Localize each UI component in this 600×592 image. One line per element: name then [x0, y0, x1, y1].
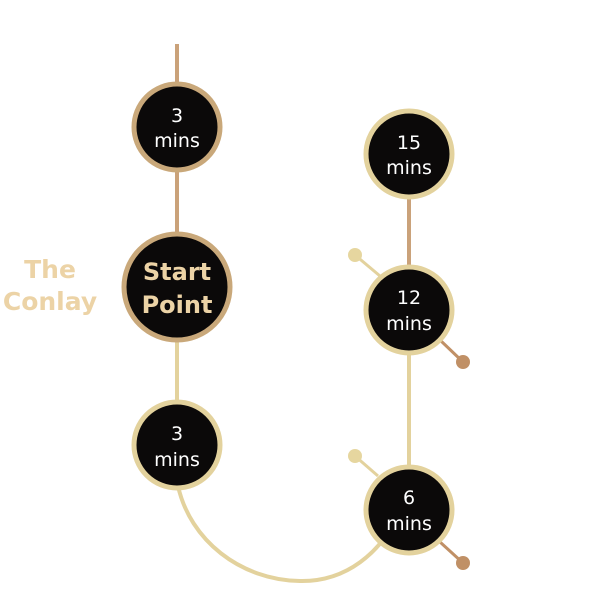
node-start-line1: Start	[143, 258, 211, 286]
side-label-line1: The	[24, 255, 76, 284]
pin-dot-upper-right-middle	[348, 248, 362, 262]
route-curve-bottom	[176, 485, 394, 584]
node-left-top-line2: mins	[154, 130, 200, 152]
node-left-bottom-line1: 3	[171, 423, 183, 445]
node-right-top-line2: mins	[386, 157, 432, 179]
pin-dot-lower-right-bottom	[456, 556, 470, 570]
node-right-middle-line1: 12	[397, 287, 421, 309]
node-right-bottom-line2: mins	[386, 513, 432, 535]
node-left-bottom: 3 mins	[131, 399, 223, 491]
node-left-bottom-line2: mins	[154, 449, 200, 471]
pin-dot-upper-right-bottom	[348, 449, 362, 463]
node-right-bottom-line1: 6	[403, 487, 415, 509]
node-start-line2: Point	[142, 291, 213, 319]
node-right-top: 15 mins	[363, 108, 455, 200]
node-left-top: 3 mins	[131, 81, 223, 173]
node-right-middle-line2: mins	[386, 313, 432, 335]
node-right-top-line1: 15	[397, 132, 421, 154]
node-right-middle: 12 mins	[363, 264, 455, 356]
node-left-top-line1: 3	[171, 105, 183, 127]
node-start-point: Start Point	[121, 231, 233, 343]
pin-dot-lower-right-middle	[456, 355, 470, 369]
side-label-line2: Conlay	[3, 287, 97, 316]
node-right-bottom: 6 mins	[363, 464, 455, 556]
